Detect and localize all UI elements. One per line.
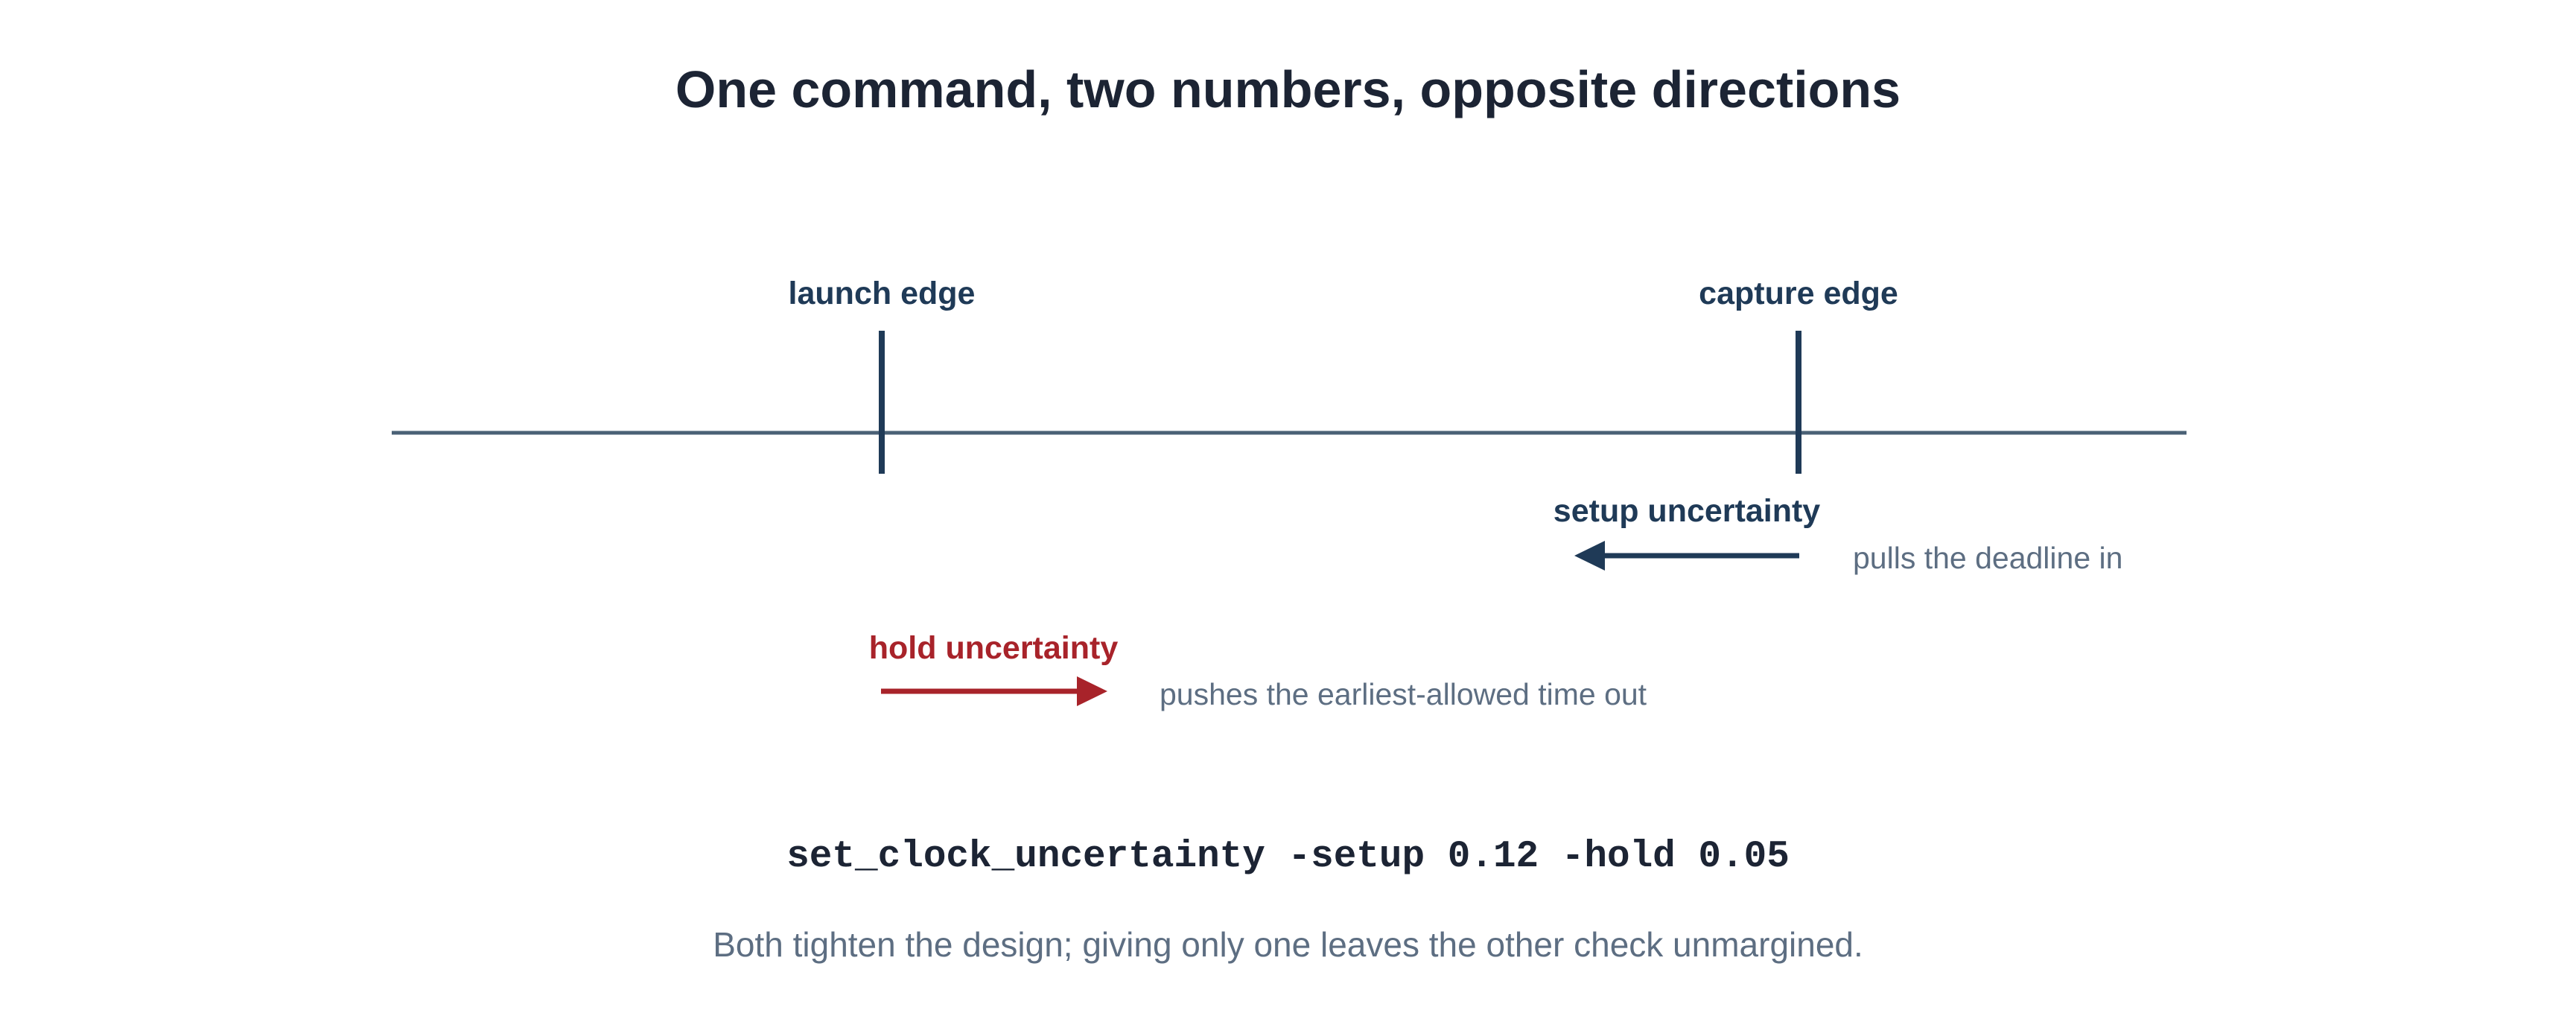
hold-uncertainty-arrowhead: [1077, 676, 1107, 706]
setup-uncertainty-arrowhead: [1574, 541, 1605, 571]
caption-text: Both tighten the design; giving only one…: [713, 925, 1863, 964]
setup-uncertainty-label: setup uncertainty: [1553, 493, 1820, 529]
setup-uncertainty-note: pulls the deadline in: [1853, 541, 2122, 575]
hold-uncertainty-note: pushes the earliest-allowed time out: [1160, 677, 1647, 711]
capture-edge-label: capture edge: [1699, 276, 1898, 311]
command-text: set_clock_uncertainty -setup 0.12 -hold …: [786, 836, 1790, 878]
page-title: One command, two numbers, opposite direc…: [675, 60, 1901, 118]
hold-uncertainty-label: hold uncertainty: [869, 630, 1119, 666]
launch-edge-label: launch edge: [789, 276, 976, 311]
